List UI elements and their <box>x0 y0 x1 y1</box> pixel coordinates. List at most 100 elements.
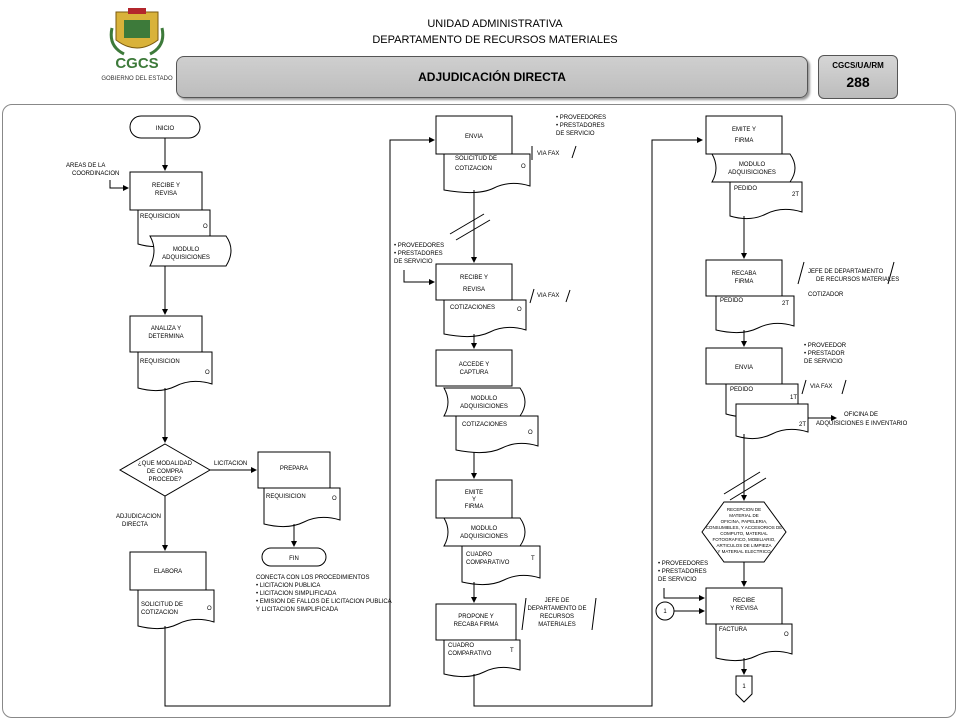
recepcion-label: CONSUMIBLES, Y ACCESORIOS DE <box>706 525 783 530</box>
via-fax-label: VIA FAX <box>537 293 559 299</box>
break-mark <box>723 471 761 495</box>
page-title: ADJUDICACIÓN DIRECTA <box>418 70 566 84</box>
process-accede <box>435 349 513 387</box>
process-label: PREPARA <box>280 466 308 472</box>
recepcion-label: ARTICULOS DE LIMPIEZA <box>717 543 772 548</box>
document-copy: O <box>205 370 210 376</box>
offpage-connector-out <box>735 675 753 703</box>
recipient-note: • PROVEEDORES <box>556 115 606 121</box>
process-label: Y <box>472 497 476 503</box>
process-recibe-revisa <box>129 171 203 211</box>
sender-note: • PRESTADORES <box>658 569 707 575</box>
process-label: ACCEDE Y <box>459 362 490 368</box>
jefe-note: JEFE DE <box>545 598 570 604</box>
storage-label: ADQUISICIONES <box>460 534 508 540</box>
storage-label: MODULO <box>471 396 498 402</box>
process-label: RECABA <box>732 271 757 277</box>
break-mark <box>455 219 491 241</box>
slash-mark <box>565 289 571 303</box>
event-recepcion <box>701 501 787 563</box>
conecta-note: • EMISION DE FALLOS DE LICITACION PUBLIC… <box>256 599 392 605</box>
storage-label: ADQUISICIONES <box>728 170 776 176</box>
areas-label-1: AREAS DE LA <box>66 163 105 169</box>
break-mark <box>729 477 767 501</box>
connector-number: 1 <box>742 684 746 690</box>
via-fax-label: VIA FAX <box>810 384 832 390</box>
storage-label: MODULO <box>739 162 766 168</box>
process-label: RECIBE <box>733 598 755 604</box>
process-recibe-revisa-2 <box>435 263 513 301</box>
connector-number: 1 <box>663 609 667 615</box>
slash-mark <box>521 597 527 631</box>
conecta-note: CONECTA CON LOS PROCEDIMIENTOS <box>256 575 369 581</box>
slash-mark <box>571 145 577 159</box>
conecta-note: • LICITACION PUBLICA <box>256 583 320 589</box>
branch-adjudicacion: ADJUDICACION <box>116 514 161 520</box>
recepcion-label: MATERIAL DE <box>729 513 759 518</box>
document-label: COMPARATIVO <box>448 651 492 657</box>
process-label: REVISA <box>463 287 485 293</box>
document-copy: O <box>332 496 337 502</box>
document-label: PEDIDO <box>730 387 753 393</box>
connector-line <box>403 270 435 285</box>
procedure-code-label: CGCS/UA/RM <box>832 61 884 70</box>
process-envia-2 <box>705 347 783 385</box>
logo-text: CGCS <box>115 55 158 72</box>
recepcion-label: RECEPCION DE <box>727 507 761 512</box>
document-copy: 2T <box>782 301 789 307</box>
slash-mark <box>797 261 805 285</box>
oficina-note: OFICINA DE <box>844 412 878 418</box>
document-copy: 1T <box>790 395 797 401</box>
document-label: REQUISICION <box>140 359 180 365</box>
recepcion-label: OFICINA, PAPELERIA, <box>721 519 768 524</box>
document-copy: T <box>531 556 535 562</box>
document-copy: O <box>521 164 526 170</box>
process-label: EMITE <box>465 490 483 496</box>
process-label: DETERMINA <box>148 334 183 340</box>
document-copy: O <box>207 606 212 612</box>
document-copy: O <box>517 307 522 313</box>
process-label: FIRMA <box>735 279 754 285</box>
procedure-code-number: 288 <box>846 74 870 90</box>
document-label: COTIZACION <box>141 610 178 616</box>
document-label: REQUISICION <box>140 214 180 220</box>
recipient-note: • PROVEEDOR <box>804 343 847 349</box>
document-label: PEDIDO <box>720 298 743 304</box>
recepcion-label: Y MATERIAL ELECTRICO <box>717 549 771 554</box>
document-label: CUADRO <box>466 552 492 558</box>
sender-note: DE SERVICIO <box>394 259 433 265</box>
document-requisicion-2 <box>137 351 213 392</box>
connector-line <box>164 137 435 707</box>
slash-mark <box>529 288 535 304</box>
process-label: EMITE Y <box>732 127 756 133</box>
via-fax-label: VIA FAX <box>537 151 559 157</box>
process-elabora <box>129 551 207 591</box>
document-copy: O <box>528 430 533 436</box>
storage-modulo-4 <box>711 153 796 183</box>
jefe-note: DEPARTAMENTO DE <box>528 606 587 612</box>
conecta-note: Y LICITACION SIMPLIFICADA <box>256 607 338 613</box>
decision-label: DE COMPRA <box>147 469 183 475</box>
process-label: FIRMA <box>735 138 754 144</box>
recepcion-label: FOTOGRAFICO, MOBILIARIO, <box>713 537 776 542</box>
document-cotizaciones <box>443 299 527 338</box>
document-cotizaciones-2 <box>455 415 539 454</box>
process-recaba <box>705 259 783 297</box>
header-department: DEPARTAMENTO DE RECURSOS MATERIALES <box>372 34 618 46</box>
document-copy: 2T <box>792 192 799 198</box>
recepcion-label: COMPUTO, MATERIAL <box>720 531 768 536</box>
break-mark <box>449 213 485 235</box>
slash-mark <box>591 597 597 631</box>
end-terminal <box>261 547 327 567</box>
document-label: COTIZACIONES <box>462 422 507 428</box>
document-label: SOLICITUD DE <box>141 602 183 608</box>
slash-mark <box>841 379 847 395</box>
storage-modulo-3 <box>443 517 526 547</box>
storage-modulo <box>149 235 232 267</box>
document-pedido <box>729 181 803 220</box>
process-propone <box>435 603 517 641</box>
jefe-note: RECURSOS <box>540 614 574 620</box>
end-label: FIN <box>289 556 299 562</box>
logo-subtext: GOBIERNO DEL ESTADO <box>101 76 173 82</box>
connector-line <box>473 137 703 707</box>
